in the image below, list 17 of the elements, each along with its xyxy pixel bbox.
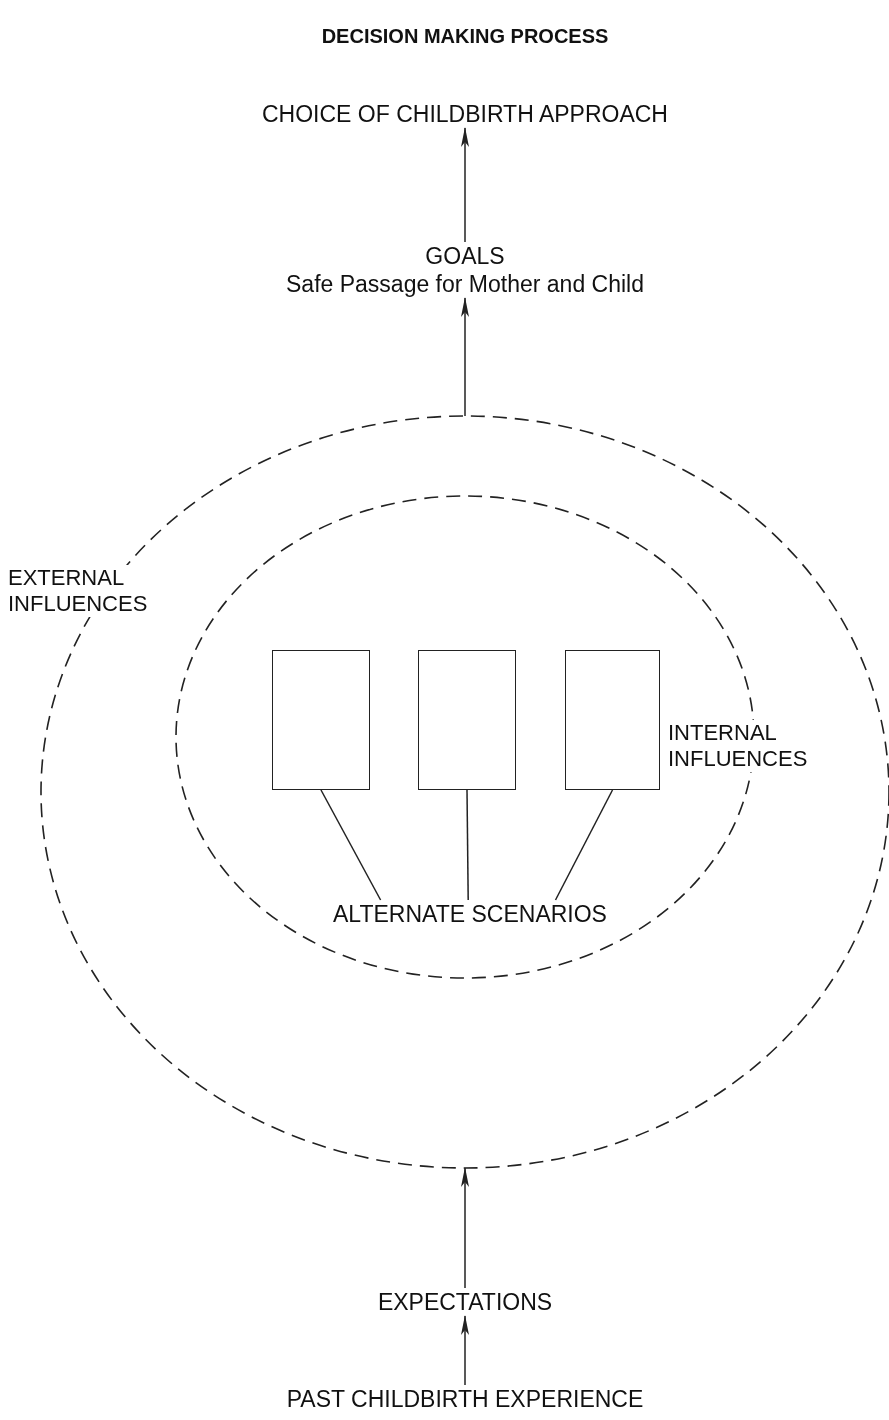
node-label: PAST CHILDBIRTH EXPERIENCE <box>286 1385 644 1413</box>
node-text: Safe Passage for Mother and Child <box>286 270 644 298</box>
leader-line <box>320 789 382 901</box>
diagram-title: DECISION MAKING PROCESS <box>321 24 609 49</box>
arrow <box>461 127 469 243</box>
arrow <box>461 1315 469 1386</box>
leader-line <box>466 789 469 901</box>
scenario-box <box>418 650 516 790</box>
node-label: EXPECTATIONS <box>377 1288 553 1316</box>
arrow <box>461 297 469 417</box>
arrow <box>461 1167 469 1289</box>
node-label: CHOICE OF CHILDBIRTH APPROACH <box>262 100 668 128</box>
scenario-box <box>565 650 660 790</box>
scenario-box <box>272 650 370 790</box>
leader-line <box>554 789 614 901</box>
node-label: ALTERNATE SCENARIOS <box>333 900 607 928</box>
node-heading: GOALS <box>424 242 506 270</box>
